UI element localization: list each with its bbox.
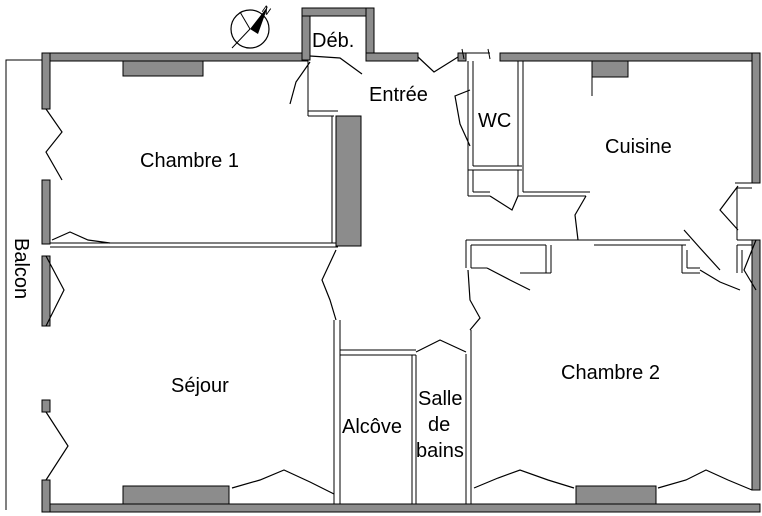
interior-walls — [50, 61, 752, 504]
label-balcon: Balcon — [10, 238, 32, 299]
label-entree: Entrée — [369, 84, 428, 106]
compass-icon: N — [230, 4, 273, 49]
windows — [45, 56, 757, 495]
cupboards — [122, 60, 657, 505]
outer-walls — [41, 7, 761, 513]
label-salle-line1: Salle — [418, 388, 462, 410]
label-salle-line3: bains — [416, 440, 464, 462]
label-chambre1: Chambre 1 — [140, 150, 239, 172]
label-salle-line2: de — [428, 414, 450, 436]
label-chambre2: Chambre 2 — [561, 362, 660, 384]
label-wc: WC — [478, 110, 511, 132]
label-deb: Déb. — [312, 30, 354, 52]
balcony-outline — [5, 59, 42, 510]
doors — [51, 48, 741, 353]
label-sejour: Séjour — [171, 375, 229, 397]
label-cuisine: Cuisine — [605, 136, 672, 158]
label-alcove: Alcôve — [342, 416, 402, 438]
